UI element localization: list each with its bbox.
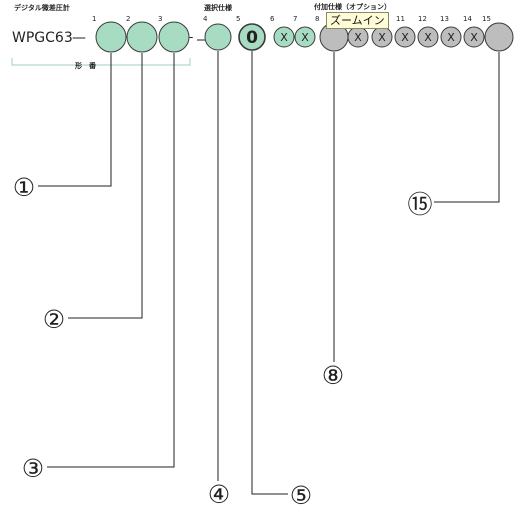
code-value: 0 <box>246 28 258 48</box>
code-circle-6 <box>273 26 295 48</box>
code-circle-12 <box>417 26 439 48</box>
position-number: 2 <box>126 15 130 23</box>
model-code: WPGC63 <box>12 30 73 46</box>
leader-line-3 <box>47 53 175 468</box>
position-number: 6 <box>270 15 275 23</box>
code-circle-2 <box>126 21 158 53</box>
callout-label-15: ⑮ <box>407 190 432 219</box>
code-circle-3 <box>158 21 190 53</box>
code-value: X <box>301 31 309 44</box>
position-number: 8 <box>315 15 319 23</box>
product-label: デジタル微差圧計 <box>14 3 70 12</box>
code-circle-13 <box>440 26 462 48</box>
callout-label-3: ③ <box>22 454 44 483</box>
leader-line-15 <box>434 52 500 203</box>
callout-label-2: ② <box>43 305 65 334</box>
zoom-in-tooltip: ズームイン <box>326 12 389 29</box>
callout-label-8: ⑧ <box>322 361 344 390</box>
code-circle-11 <box>394 26 416 48</box>
callout-labels: ① ② ③ ④ ⑤ ⑧ ⑮ <box>13 173 433 510</box>
code-circle-4 <box>204 23 232 51</box>
code-circle-5 <box>238 23 266 51</box>
code-value: X <box>447 31 455 44</box>
model-connector: - <box>189 30 193 44</box>
code-value: X <box>424 31 432 44</box>
callout-label-5: ⑤ <box>290 481 312 510</box>
code-circle-15 <box>484 22 514 52</box>
model-number-bracket <box>11 58 191 66</box>
position-number: 4 <box>203 15 208 23</box>
leader-lines <box>38 51 500 495</box>
code-positions: 1234506X7X89X10X11X12X13X14X15 <box>92 15 514 53</box>
option-label: 付加仕様（オプション） <box>314 2 391 11</box>
position-number: 5 <box>236 15 240 23</box>
callout-label-1: ① <box>13 173 35 202</box>
code-value: X <box>470 31 478 44</box>
position-number: 11 <box>396 15 405 23</box>
position-number: 13 <box>440 15 449 23</box>
code-value: X <box>280 31 288 44</box>
position-number: 14 <box>463 15 472 23</box>
model-dash: — <box>72 30 86 46</box>
model-number-label: 形 番 <box>75 61 97 70</box>
position-number: 1 <box>92 15 96 23</box>
leader-line-5 <box>251 51 288 495</box>
code-value: X <box>401 31 409 44</box>
position-number: 7 <box>293 15 297 23</box>
code-circle-7 <box>294 26 316 48</box>
code-value: X <box>378 31 386 44</box>
position-number: 15 <box>482 15 491 23</box>
position-number: 3 <box>158 15 162 23</box>
leader-line-1 <box>38 53 112 187</box>
callout-label-4: ④ <box>208 480 230 509</box>
code-value: X <box>354 31 362 44</box>
leader-line-2 <box>68 53 143 319</box>
code-circle-14 <box>463 26 485 48</box>
selection-label: 選択仕様 <box>204 3 233 12</box>
code-circle-1 <box>95 21 127 53</box>
position-number: 12 <box>418 15 427 23</box>
